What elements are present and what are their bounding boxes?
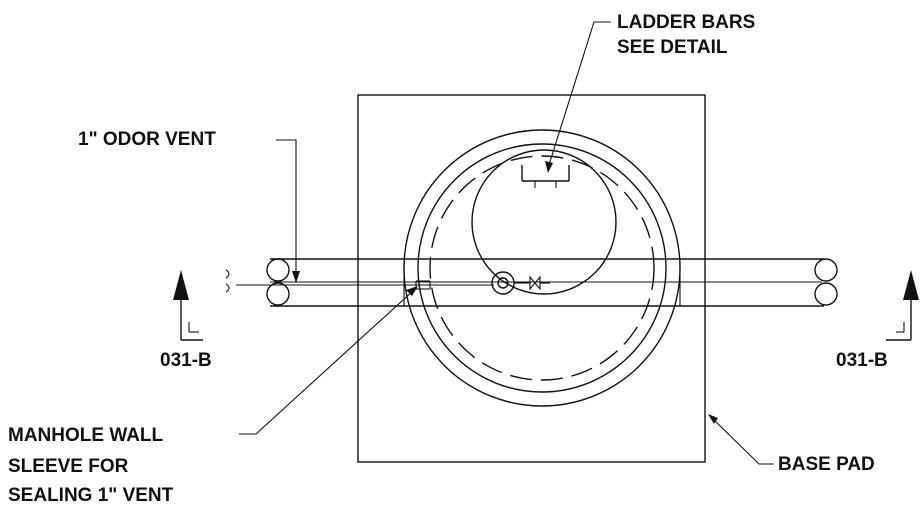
manhole-label-line1: MANHOLE WALL — [8, 425, 164, 446]
base-pad-leader — [708, 414, 774, 465]
section-label-right: 031-B — [836, 350, 888, 371]
base-pad-label: BASE PAD — [778, 454, 875, 475]
manhole-label-line2: SLEEVE FOR — [8, 456, 129, 477]
manhole-dashed-ring — [429, 155, 655, 381]
odor-vent-label: 1" ODOR VENT — [78, 129, 216, 150]
odor-vent-line — [225, 269, 494, 293]
vent-riser-inner — [497, 277, 509, 289]
vent-riser — [491, 271, 515, 295]
manhole-outer-wall — [403, 129, 681, 407]
section-label-left: 031-B — [160, 350, 212, 371]
manhole-label-line3: SEALING 1" VENT — [8, 485, 174, 506]
ladder-bars-label-line1: LADDER BARS — [617, 12, 755, 33]
ladder-bars-label-line2: SEE DETAIL — [617, 37, 728, 58]
gate-valve — [514, 275, 550, 291]
access-opening — [471, 149, 617, 295]
manhole-sleeve-leader — [239, 286, 418, 435]
pipe-band — [266, 258, 838, 307]
section-marker-right — [886, 270, 919, 341]
odor-vent-leader — [276, 139, 300, 283]
base-pad — [357, 94, 706, 463]
ladder-bars — [521, 165, 570, 188]
ladder-bars-leader — [545, 21, 611, 173]
section-marker-left — [173, 270, 203, 341]
manhole-inner-wall — [417, 143, 667, 393]
